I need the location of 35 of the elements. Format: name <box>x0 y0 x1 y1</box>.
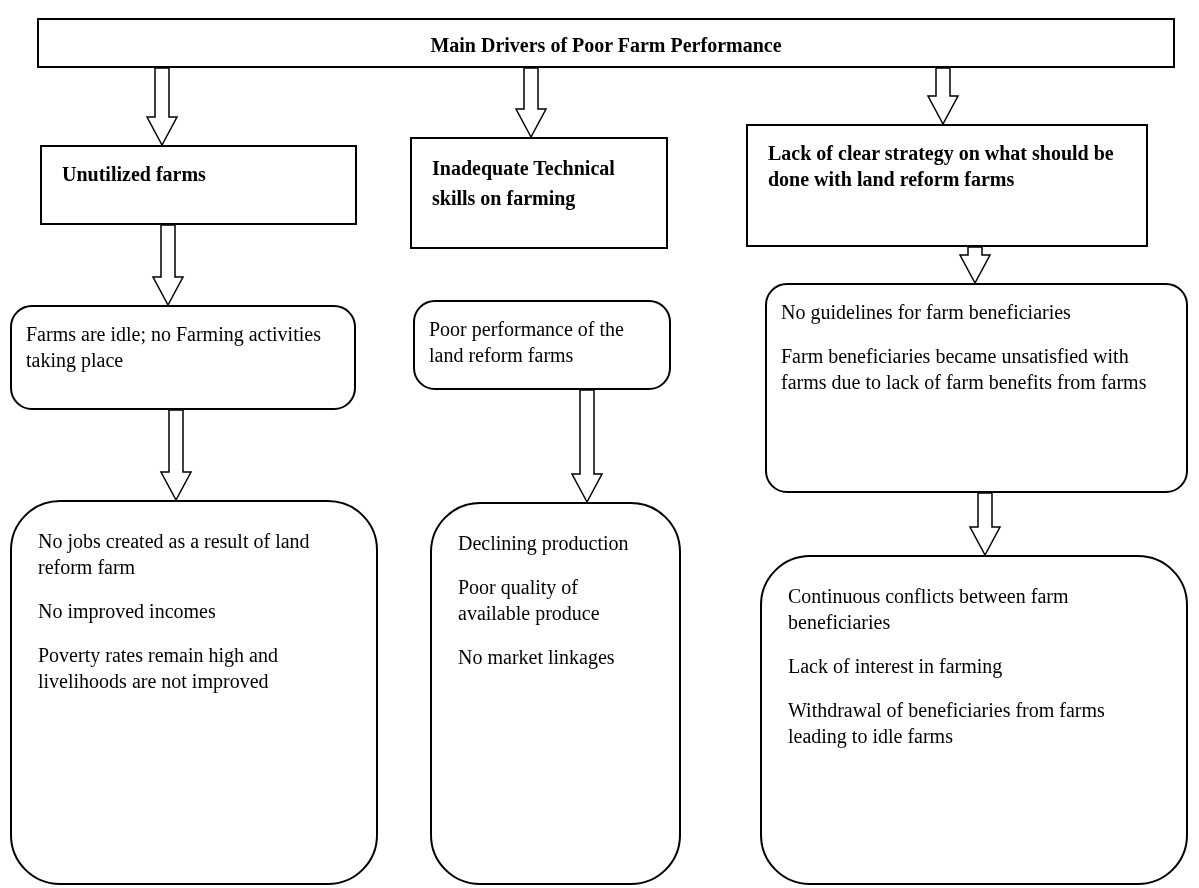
block-arrow <box>514 67 548 139</box>
block-arrow <box>159 409 193 502</box>
block-arrow <box>570 389 604 504</box>
block-arrow <box>151 224 185 307</box>
outcome-text: Poverty rates remain high and livelihoods are not improved <box>38 643 279 694</box>
outcome-text: Poor performance of the land reform farms <box>429 317 625 368</box>
driver-heading: Unutilized farms <box>62 162 207 187</box>
block-arrow <box>145 67 179 147</box>
outcome-box <box>10 305 356 410</box>
driver-box <box>40 145 357 225</box>
block-arrow <box>968 492 1002 557</box>
outcome-text: No jobs created as a result of land reform farm <box>38 529 311 580</box>
outcome-box <box>760 555 1188 885</box>
outcome-text: Declining production <box>458 531 630 556</box>
outcome-text: Farms are idle; no Farming activities taking place <box>26 322 322 373</box>
outcome-text: No improved incomes <box>38 599 217 624</box>
title-box <box>37 18 1175 68</box>
driver-box <box>410 137 668 249</box>
block-arrow <box>926 67 960 126</box>
outcome-text: Continuous conflicts between farm beneficiaries <box>788 584 1070 635</box>
outcome-box <box>10 500 378 885</box>
outcome-box <box>413 300 671 390</box>
outcome-text: Lack of interest in farming <box>788 654 1004 679</box>
driver-heading: Lack of clear strategy on what should be done with land reform farms <box>768 141 1115 192</box>
outcome-text: No market linkages <box>458 645 616 670</box>
driver-heading: Inadequate Technical skills on farming <box>432 156 616 212</box>
outcome-text: Farm beneficiaries became unsatisfied with farms due to lack of farm benefits from farms <box>781 344 1148 395</box>
outcome-text: Poor quality of available produce <box>458 575 601 626</box>
outcome-box <box>765 283 1188 493</box>
driver-box <box>746 124 1148 247</box>
node-heading: Main Drivers of Poor Farm Performance <box>429 33 783 58</box>
outcome-text: No guidelines for farm beneficiaries <box>781 300 1072 325</box>
outcome-text: Withdrawal of beneficiaries from farms leading to idle farms <box>788 698 1106 749</box>
outcome-box <box>430 502 681 885</box>
block-arrow <box>958 246 992 285</box>
